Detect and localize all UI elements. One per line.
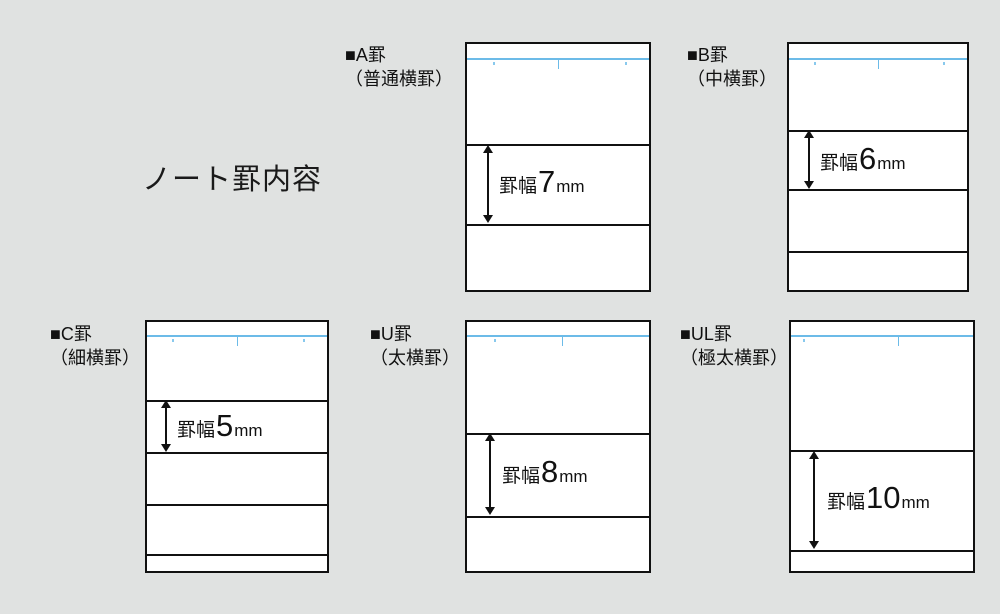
ruling-label-ul-line2: （極太横罫） — [680, 347, 788, 368]
notebook-preview-u: 罫幅 8 mm — [465, 320, 651, 573]
measure-unit-a: mm — [556, 177, 585, 196]
rule-line-c-3 — [147, 504, 327, 506]
measure-unit-c: mm — [234, 421, 263, 440]
measure-value-b: 6 — [859, 141, 877, 176]
header-rule-tick-right-b — [943, 62, 945, 65]
notebook-preview-c: 罫幅 5 mm — [145, 320, 329, 573]
measure-text-a: 罫幅 7 mm — [499, 166, 585, 198]
header-rule-tick-left-b — [814, 62, 816, 65]
rule-line-c-4 — [147, 554, 327, 556]
ruling-label-c: ■C罫 （細横罫） — [50, 323, 140, 371]
measure-text-u: 罫幅 8 mm — [502, 456, 588, 488]
notebook-preview-ul: 罫幅 10 mm — [789, 320, 975, 573]
measure-arrow-a — [483, 145, 493, 223]
rule-line-b-1 — [789, 130, 967, 132]
ruling-label-a-line2: （普通横罫） — [345, 68, 453, 89]
header-rule-tick-center-u — [562, 337, 563, 346]
measure-value-a: 7 — [538, 164, 556, 199]
ruling-label-u-line1: ■U罫 — [370, 324, 412, 344]
measure-text-b: 罫幅 6 mm — [820, 143, 906, 175]
rule-line-ul-1 — [791, 450, 973, 452]
measure-arrow-u — [485, 433, 495, 515]
ruling-label-b-line2: （中横罫） — [687, 68, 777, 89]
rule-line-b-3 — [789, 251, 967, 253]
rule-line-ul-2 — [791, 550, 973, 552]
ruling-label-c-line1: ■C罫 — [50, 324, 92, 344]
ruling-label-a: ■A罫 （普通横罫） — [345, 44, 453, 92]
header-rule-b — [789, 58, 967, 60]
measure-unit-u: mm — [559, 467, 588, 486]
rule-line-c-2 — [147, 452, 327, 454]
ruling-label-c-line2: （細横罫） — [50, 347, 140, 368]
measure-unit-ul: mm — [901, 493, 930, 512]
header-rule-ul — [791, 335, 973, 337]
rule-line-u-2 — [467, 516, 649, 518]
rule-line-a-1 — [467, 144, 649, 146]
measure-text-c: 罫幅 5 mm — [177, 410, 263, 442]
measure-arrow-ul — [809, 451, 819, 549]
header-rule-tick-left-a — [493, 62, 495, 65]
header-rule-c — [147, 335, 327, 337]
measure-kanji-c: 罫幅 — [177, 420, 216, 441]
ruling-label-b: ■B罫 （中横罫） — [687, 44, 777, 92]
header-rule-tick-left-c — [172, 339, 174, 342]
ruling-label-b-line1: ■B罫 — [687, 45, 728, 65]
measure-unit-b: mm — [877, 154, 906, 173]
header-rule-tick-left-u — [494, 339, 496, 342]
ruling-label-ul-line1: ■UL罫 — [680, 324, 732, 344]
notebook-preview-b: 罫幅 6 mm — [787, 42, 969, 292]
rule-line-a-2 — [467, 224, 649, 226]
measure-arrow-c — [161, 400, 171, 452]
rule-line-c-1 — [147, 400, 327, 402]
header-rule-u — [467, 335, 649, 337]
page-title: ノート罫内容 — [142, 164, 323, 196]
measure-value-ul: 10 — [866, 480, 901, 515]
ruling-label-a-line1: ■A罫 — [345, 45, 386, 65]
header-rule-tick-right-a — [625, 62, 627, 65]
measure-value-c: 5 — [216, 408, 234, 443]
measure-kanji-ul: 罫幅 — [827, 492, 866, 513]
rule-line-u-1 — [467, 433, 649, 435]
header-rule-tick-center-c — [237, 337, 238, 346]
measure-kanji-u: 罫幅 — [502, 466, 541, 487]
header-rule-tick-right-c — [303, 339, 305, 342]
notebook-preview-a: 罫幅 7 mm — [465, 42, 651, 292]
ruling-label-u-line2: （太横罫） — [370, 347, 460, 368]
header-rule-tick-center-b — [878, 60, 879, 69]
measure-text-ul: 罫幅 10 mm — [827, 482, 930, 514]
measure-value-u: 8 — [541, 454, 559, 489]
rule-line-b-2 — [789, 189, 967, 191]
header-rule-tick-left-ul — [803, 339, 805, 342]
header-rule-tick-center-ul — [898, 337, 899, 346]
measure-kanji-a: 罫幅 — [499, 176, 538, 197]
header-rule-a — [467, 58, 649, 60]
measure-arrow-b — [804, 130, 814, 189]
ruling-label-ul: ■UL罫 （極太横罫） — [680, 323, 788, 371]
header-rule-tick-center-a — [558, 60, 559, 69]
ruling-label-u: ■U罫 （太横罫） — [370, 323, 460, 371]
measure-kanji-b: 罫幅 — [820, 153, 859, 174]
